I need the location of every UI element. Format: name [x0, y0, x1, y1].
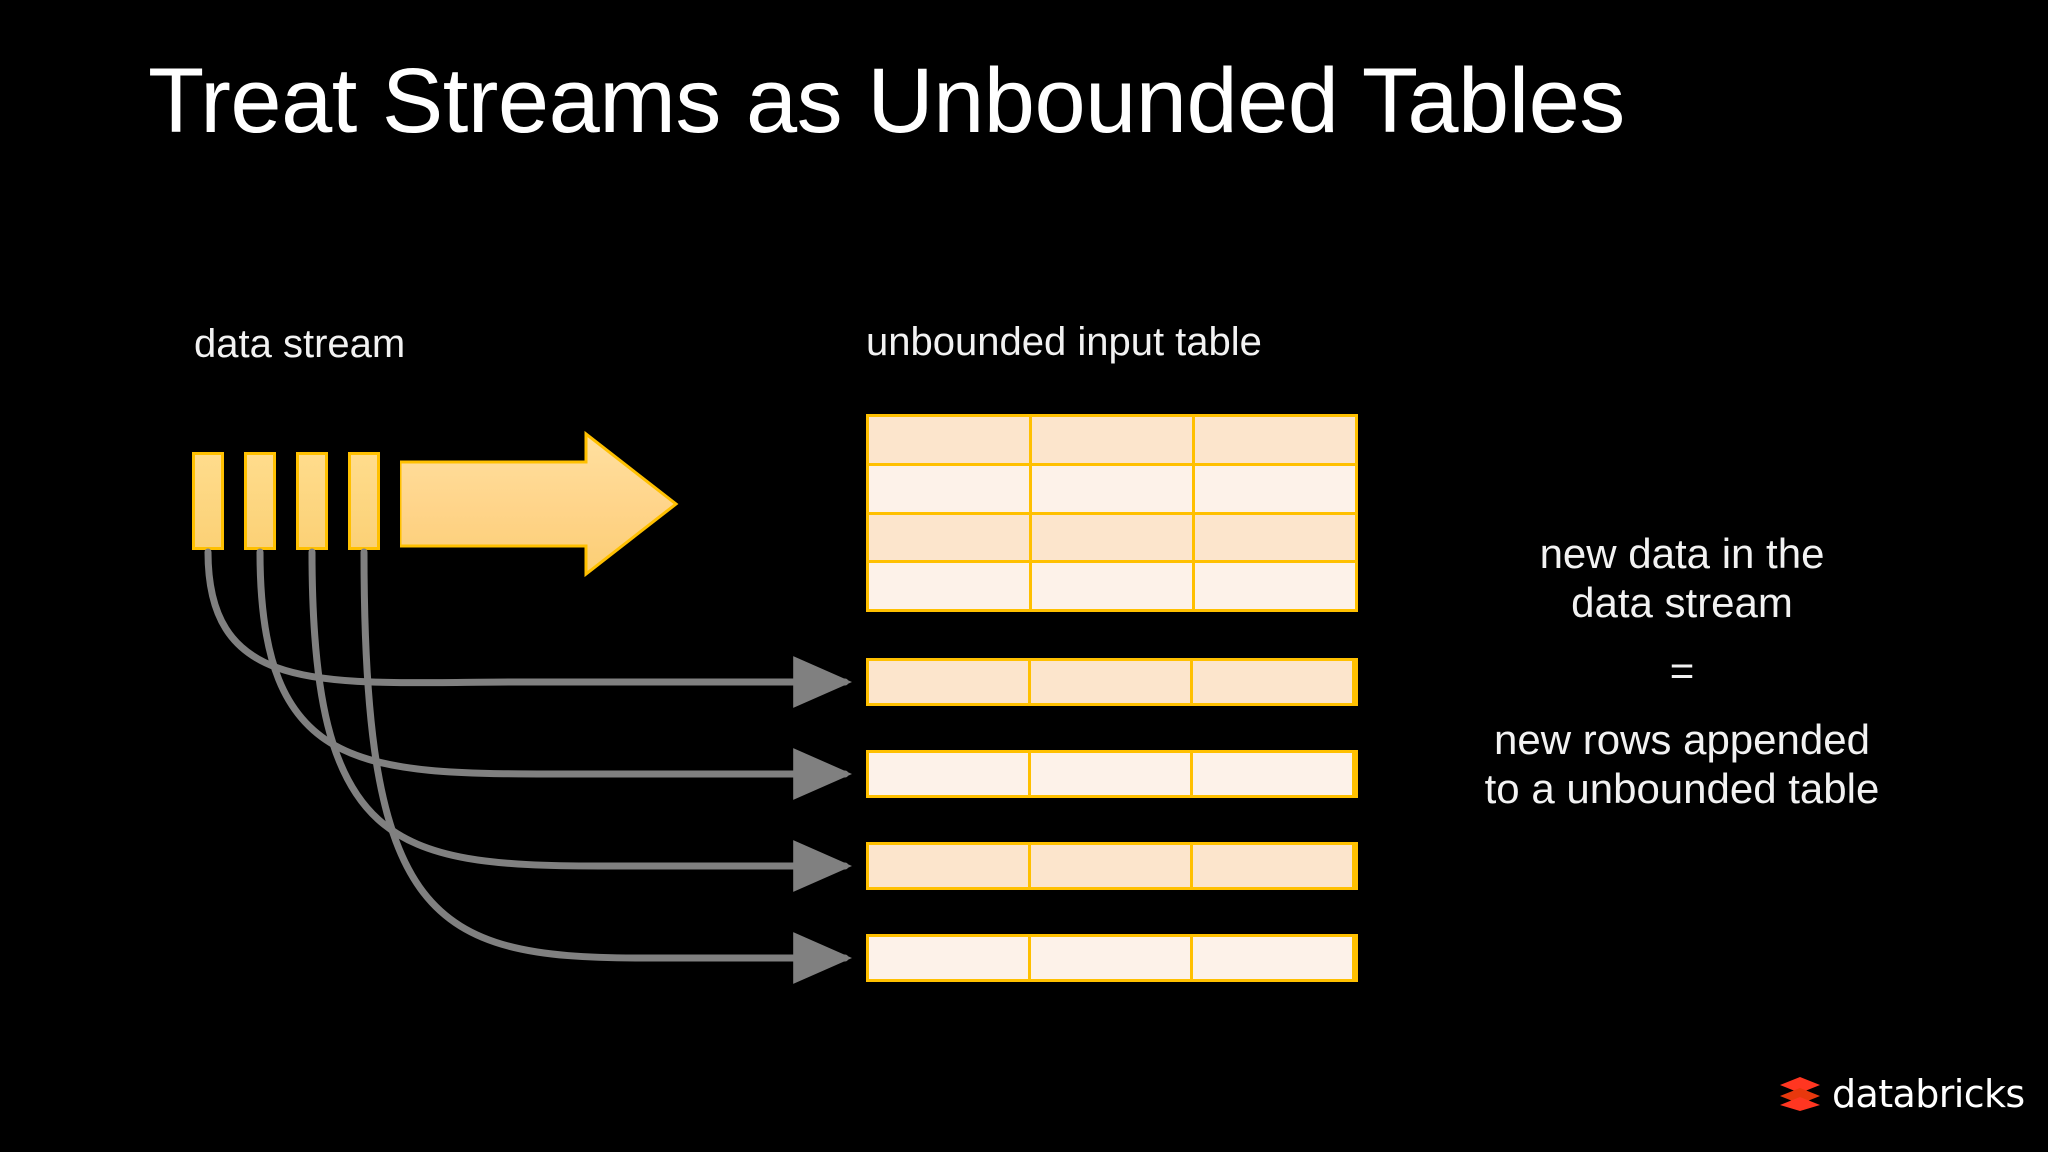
table-cell	[869, 563, 1032, 609]
explanation-top-line-1: new data in the	[1539, 530, 1825, 577]
table-cell	[1032, 514, 1195, 561]
appended-row	[866, 842, 1358, 890]
databricks-logo: databricks	[1778, 1072, 2025, 1116]
explanation-top-line-2: data stream	[1571, 578, 1793, 626]
table-row	[869, 417, 1355, 466]
table-row	[869, 514, 1355, 564]
table-cell	[1195, 563, 1355, 609]
stream-packet-3	[296, 452, 328, 550]
equals-sign: =	[1669, 647, 1695, 695]
table-cell	[1195, 515, 1355, 561]
explanation-bottom-line-1: new rows appended	[1494, 716, 1870, 764]
table-cell	[869, 661, 1031, 703]
table-cell	[1032, 417, 1195, 463]
table-cell	[869, 514, 1032, 561]
table-cell	[1195, 466, 1355, 512]
appended-row	[866, 750, 1358, 798]
label-data-stream: data stream	[194, 322, 406, 366]
table-cell	[1031, 937, 1193, 979]
table-cell	[1193, 937, 1355, 979]
label-unbounded-input-table: unbounded input table	[866, 320, 1262, 364]
appended-row	[866, 658, 1358, 706]
stream-packet-1	[192, 452, 224, 550]
table-cell	[1031, 661, 1193, 703]
unbounded-input-table	[866, 414, 1358, 612]
page-title: Treat Streams as Unbounded Tables	[148, 50, 1625, 152]
databricks-wordmark: databricks	[1832, 1072, 2025, 1116]
table-row	[869, 563, 1355, 609]
table-cell	[1032, 465, 1195, 512]
table-cell	[1193, 845, 1355, 887]
explanation-bottom-line-2: to a unbounded table	[1484, 764, 1880, 812]
table-cell	[869, 937, 1031, 979]
table-cell	[1193, 661, 1355, 703]
table-cell	[1193, 753, 1355, 795]
appended-row	[866, 934, 1358, 982]
stream-packet-4	[348, 452, 380, 550]
explanation-text: new data in the data stream = new rows a…	[1432, 530, 1932, 814]
table-row	[869, 465, 1355, 515]
table-cell	[1031, 845, 1193, 887]
table-cell	[869, 465, 1032, 512]
table-cell	[1195, 417, 1355, 463]
stream-packet-2	[244, 452, 276, 550]
table-cell	[869, 753, 1031, 795]
table-cell	[1032, 563, 1195, 609]
table-cell	[869, 417, 1032, 463]
flow-arrow-icon	[400, 430, 679, 578]
stacked-blocks-icon	[1780, 1077, 1820, 1111]
table-cell	[869, 845, 1031, 887]
table-cell	[1031, 753, 1193, 795]
